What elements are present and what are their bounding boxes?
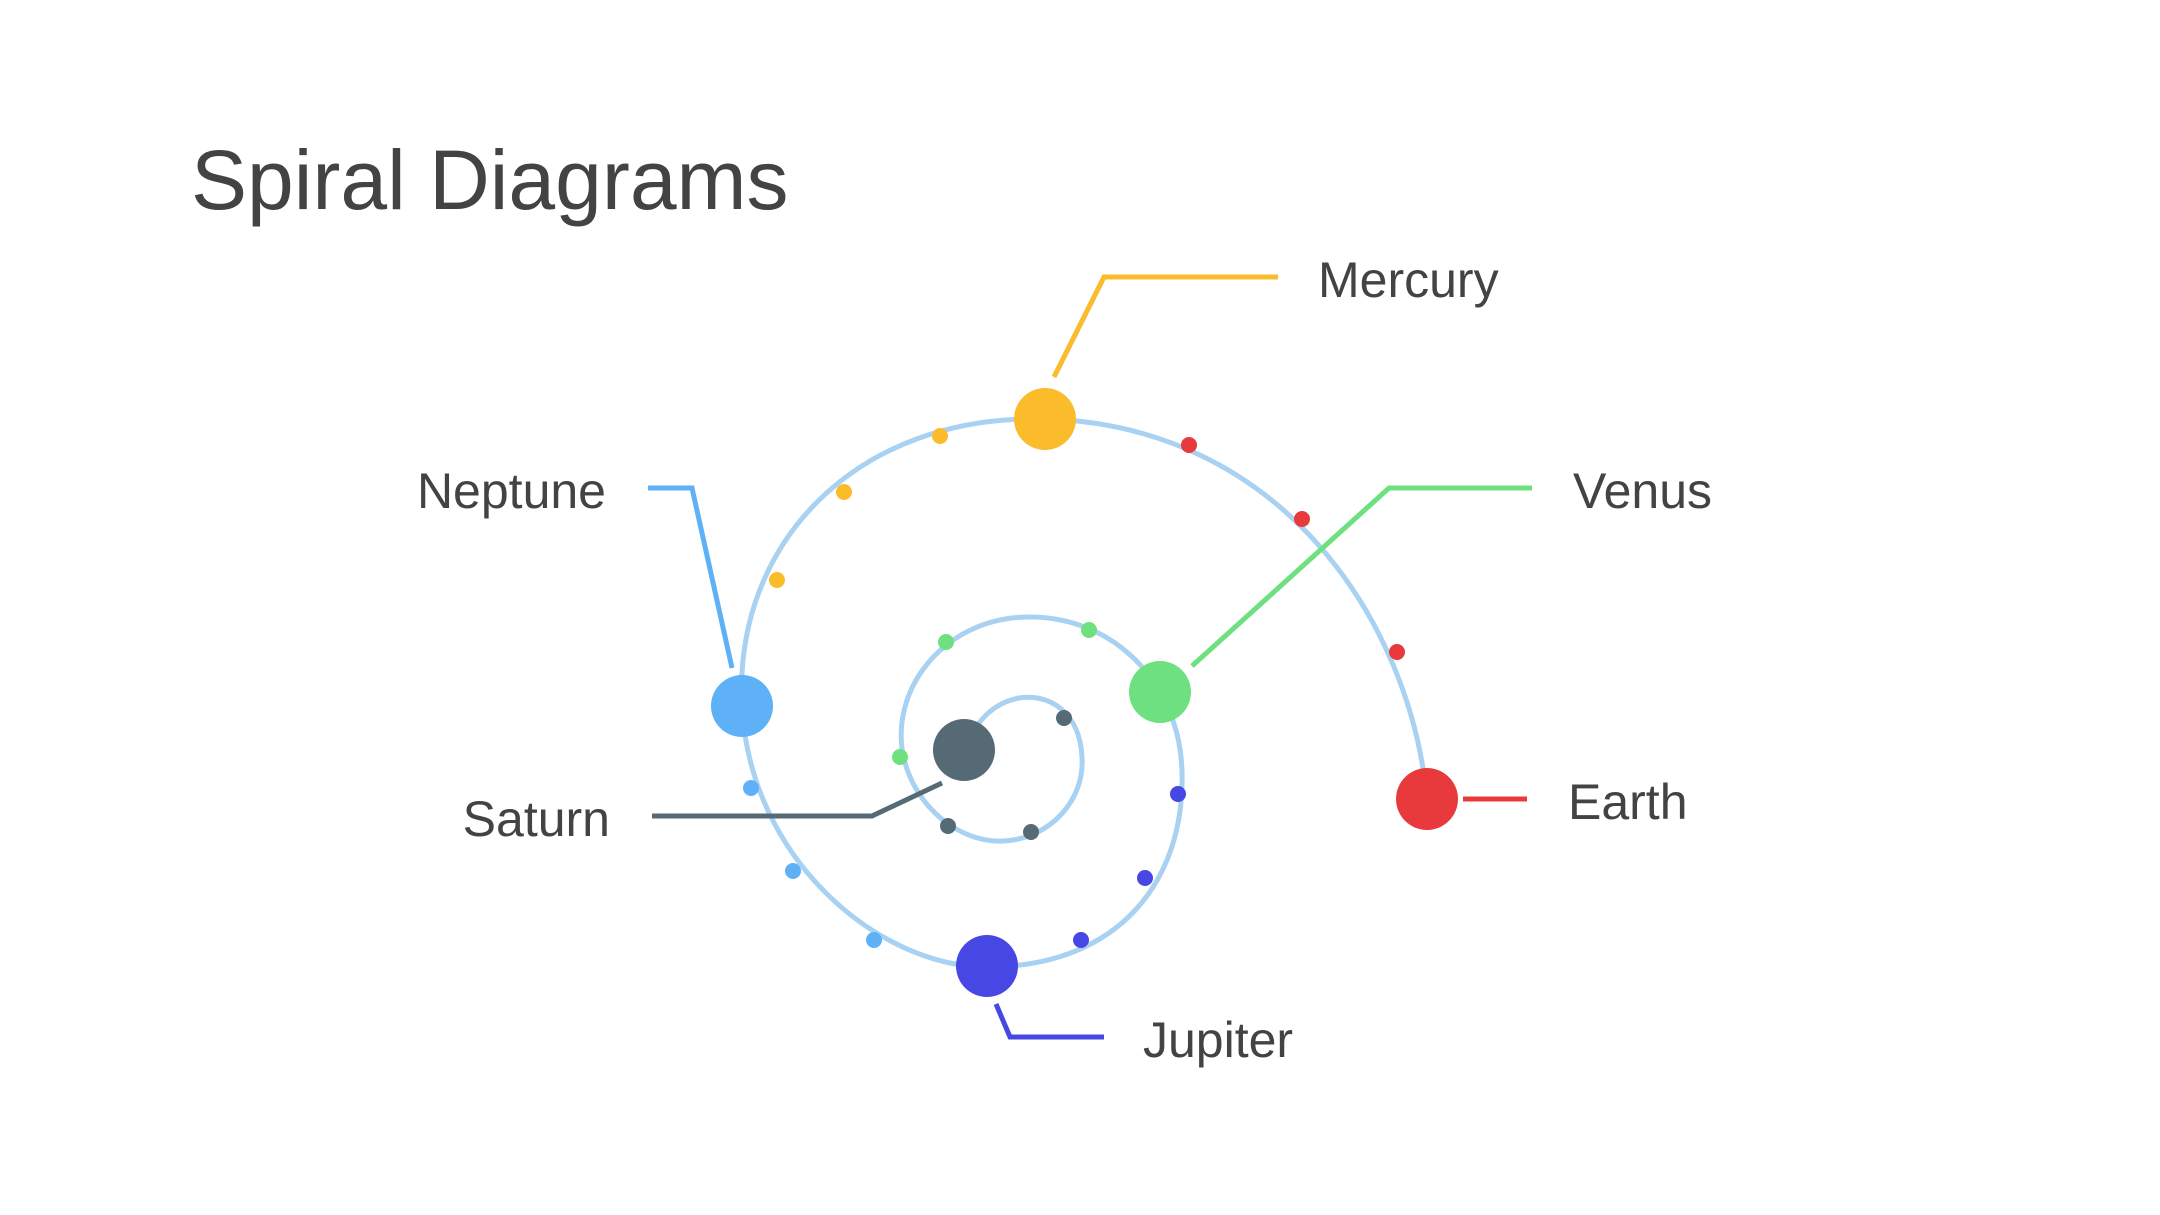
venus-label: Venus <box>1573 463 1712 519</box>
jupiter-dot <box>1170 786 1186 802</box>
spiral-track <box>739 416 1430 970</box>
jupiter-dot <box>1137 870 1153 886</box>
venus-planet <box>1129 661 1191 723</box>
neptune-label: Neptune <box>417 463 606 519</box>
saturn-connector <box>652 780 944 819</box>
saturn-dot <box>1023 824 1039 840</box>
saturn-dot <box>1056 710 1072 726</box>
mercury-dot <box>836 484 852 500</box>
jupiter-label: Jupiter <box>1143 1012 1293 1068</box>
earth-dot <box>1389 644 1405 660</box>
mercury-planet <box>1014 388 1076 450</box>
saturn-planet <box>933 719 995 781</box>
jupiter-planet <box>956 935 1018 997</box>
spiral-dots <box>743 428 1405 948</box>
neptune-dot <box>866 932 882 948</box>
mercury-connector <box>1051 274 1278 379</box>
earth-dot <box>1181 437 1197 453</box>
neptune-dot <box>785 863 801 879</box>
venus-dot <box>1081 622 1097 638</box>
planet-labels: Mercury Venus Earth Neptune Saturn Jupit… <box>417 252 1712 1068</box>
mercury-dot <box>932 428 948 444</box>
earth-dot <box>1294 511 1310 527</box>
venus-connector <box>1190 485 1532 668</box>
planets <box>711 388 1458 997</box>
neptune-connector <box>648 485 735 669</box>
neptune-planet <box>711 675 773 737</box>
venus-dot <box>892 749 908 765</box>
mercury-dot <box>769 572 785 588</box>
earth-planet <box>1396 768 1458 830</box>
slide-title: Spiral Diagrams <box>191 133 789 227</box>
saturn-label: Saturn <box>463 791 610 847</box>
jupiter-dot <box>1073 932 1089 948</box>
connector-lines <box>648 274 1532 1040</box>
earth-label: Earth <box>1568 774 1688 830</box>
neptune-dot <box>743 780 759 796</box>
jupiter-connector <box>993 1003 1104 1040</box>
venus-dot <box>938 634 954 650</box>
mercury-label: Mercury <box>1318 252 1499 308</box>
saturn-dot <box>940 818 956 834</box>
